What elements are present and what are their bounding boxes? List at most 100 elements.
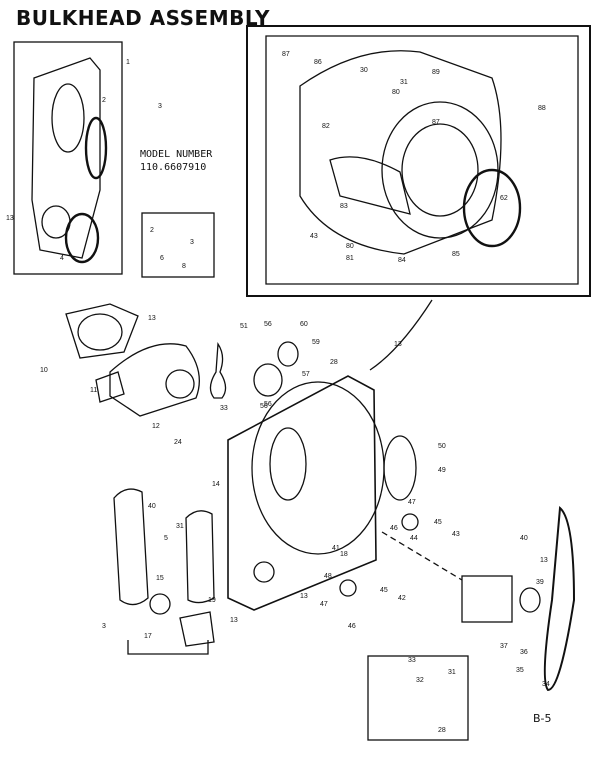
blower-wheel-hub [77,313,123,351]
model-number-block: MODEL NUMBER 110.6607910 [140,148,212,174]
callout-inset_drum-31: 31 [400,79,408,86]
callout-inset_drum-88: 88 [538,105,546,112]
callout-main-60: 60 [300,321,308,328]
callout-main-45: 45 [380,587,388,594]
callout-main-32: 32 [416,677,424,684]
drum-opening [401,123,479,217]
callout-main-56: 56 [260,403,268,410]
callout-inset_drum-84: 84 [398,257,406,264]
heater-cover [383,435,417,501]
callout-inset_drum-86: 86 [314,59,322,66]
blower-outlet [165,369,195,399]
left-inset-frame [13,41,123,275]
lamp-bulb [209,342,227,399]
drum-inset-inner-frame [265,35,579,285]
callout-main-33: 33 [220,405,228,412]
callout-main-46: 46 [390,525,398,532]
callout-main-50: 50 [438,443,446,450]
bearing-ring [64,212,100,264]
callout-bracket-8: 8 [182,263,186,270]
drum-seal-ring [462,168,522,248]
model-number-value: 110.6607910 [140,162,207,173]
callout-main-47: 47 [408,499,416,506]
drive-belt [543,505,576,692]
callout-main-5: 5 [164,535,168,542]
callout-main-11: 11 [90,387,97,394]
bracket-part [253,363,283,397]
rear-bulkhead-vent [269,427,307,501]
callout-main-3: 3 [102,623,106,630]
motor-pulley [519,587,541,613]
callout-main-40: 40 [148,503,156,510]
lint-chute-left [113,488,149,606]
drum-rear-rim [381,101,499,239]
blower-duct [95,371,125,403]
callout-inset_left-4: 4 [60,255,64,262]
pulley-washer [401,513,419,531]
rear-bulkhead-panel [227,375,377,611]
front-bulkhead-part [31,57,101,259]
callout-main-18: 18 [340,551,348,558]
callout-inset_left-3: 3 [158,103,162,110]
callout-main-33: 33 [408,657,416,664]
callout-inset_drum-85: 85 [452,251,460,258]
callout-main-14: 14 [212,481,220,488]
page-number: B-5 [533,712,552,725]
callout-inset_drum-89: 89 [432,69,440,76]
callout-main-49: 49 [438,467,446,474]
lower-bracket-line [127,640,209,655]
callout-main-57: 57 [302,371,310,378]
rear-bulkhead-opening [251,381,385,555]
diagram-title: BULKHEAD ASSEMBLY [16,6,270,30]
motor-body [461,575,513,623]
callout-main-37: 37 [500,643,508,650]
callout-main-48: 48 [324,573,332,580]
lint-screen-housing [41,205,71,239]
callout-main-59: 59 [312,339,320,346]
callout-inset_left-2: 2 [102,97,106,104]
felt-seal-ring [84,116,108,180]
callout-inset_left-13: 13 [6,215,14,222]
callout-inset_left-1: 1 [126,59,130,66]
drum-inset-frame [246,25,591,297]
callout-main-13: 13 [394,341,402,348]
callout-inset_drum-81: 81 [346,255,354,262]
callout-main-17: 17 [144,633,152,640]
callout-main-47: 47 [320,601,328,608]
callout-main-12: 12 [152,423,160,430]
callout-main-19: 19 [208,597,216,604]
rear-bulkhead-hole [253,561,275,583]
callout-main-15: 15 [156,575,164,582]
callout-main-39: 39 [536,579,544,586]
callout-main-36: 36 [520,649,528,656]
callout-main-43: 43 [452,531,460,538]
leader-line [369,299,433,371]
callout-inset_drum-30: 30 [360,67,368,74]
door-opening-shape [51,83,85,153]
motor-axis-line [381,531,463,581]
callout-main-13: 13 [300,593,308,600]
lower-inset-frame [367,655,469,741]
callout-bracket-3: 3 [190,239,194,246]
callout-inset_drum-87: 87 [432,119,440,126]
callout-main-45: 45 [434,519,442,526]
callout-main-41: 41 [332,545,340,552]
blower-wheel [65,303,139,359]
callout-inset_drum-43: 43 [310,233,318,240]
callout-main-56: 56 [264,321,272,328]
callout-main-28: 28 [330,359,338,366]
callout-main-35: 35 [516,667,524,674]
callout-main-13: 13 [540,557,548,564]
callout-main-13: 13 [148,315,156,322]
callout-main-31: 31 [448,669,456,676]
callout-main-10: 10 [40,367,48,374]
lint-knob [149,593,171,615]
callout-main-28: 28 [438,727,446,734]
drum-body [299,50,502,255]
rear-washer [339,579,357,597]
callout-inset_drum-82: 82 [322,123,330,130]
lint-chute-right [185,510,215,604]
callout-inset_drum-83: 83 [340,203,348,210]
callout-inset_drum-80: 80 [392,89,400,96]
